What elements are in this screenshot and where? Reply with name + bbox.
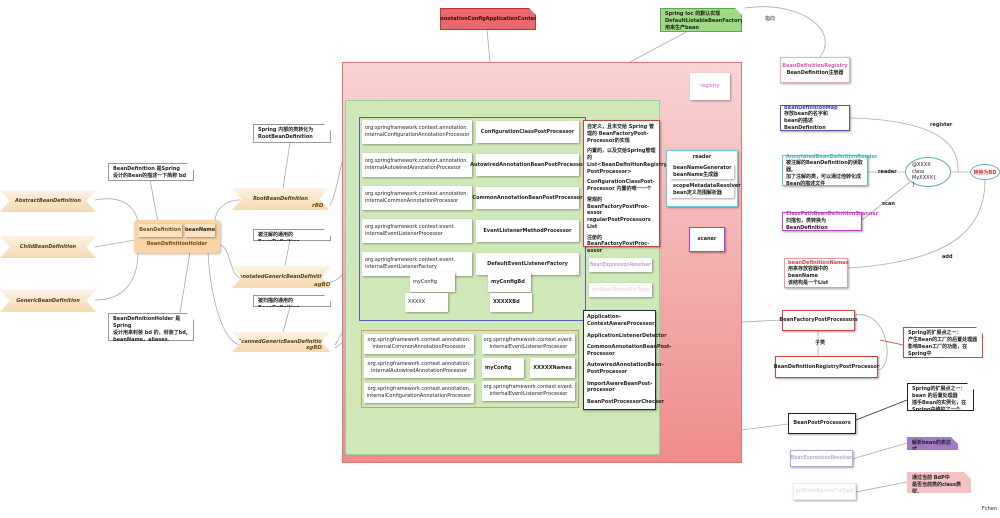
list-item: ImportAwareBeanPost-processor [587,380,653,394]
bean-factory-post-processor-note: 自定义，且未交给 Spring 管理的 BeanFactoryPost-Proc… [583,120,669,254]
note-line: 注册的BeanFactoryPostProc-essor [587,234,650,255]
point-label: 指向 [765,16,776,22]
my-config-key: myConfig [410,272,455,292]
name-item: org.springframework.context.annotation.i… [364,383,474,403]
agbd-tag: agBD [314,282,331,288]
scan-label: scan [882,201,895,207]
processor-value: ConfigurationClassPostProcessor [476,121,579,143]
context-title-note: AnnotationConfigApplicationContext [440,8,536,30]
bfpp-note: Spring的扩展点之一：产生Bean的工厂的后置处理器影响Bean工厂的功能，… [903,327,983,358]
list-item: ApplicationListenerDetector [587,332,667,339]
ber-note: 解析bean的表达式 [907,437,958,450]
scanned-generic-bean-definition: ScannedGenericBeanDefinition [232,332,331,352]
name-item: myConfig [482,358,524,378]
name-item: XXXXXNames [530,358,575,378]
scaner-box: scaner [689,227,725,252]
root-bean-definition: RootBeanDefinition [232,188,329,210]
abstract-bean-definition: AbstractBeanDefinition [0,190,96,212]
note-line: Spring Ioc 的默认实现 [665,11,721,17]
xxxxx-key: XXXXX [405,293,448,312]
get-bean-names-for-type-right: getBeanNamesForType [793,483,856,500]
processor-value: AutowiredAnnotationBeanPostProcessor [470,154,585,176]
generic-bean-definition: GenericBeanDefinition [0,290,96,312]
name-item: org.springframework.context.event.intern… [482,381,575,401]
holder-label: BeanDefinitionHolder [146,241,208,247]
bean-post-processors: BeanPostProcessors [788,413,856,434]
add-label: add [942,254,953,260]
note-line: 常规的BeanFactoryPostProc-essor regularPost… [587,196,651,230]
name-item: org.springframework.context.annotation.i… [364,358,474,378]
gbnft-note: 通过当前 BdP中是否当前类的class类型,得到一个对应的beanName [907,472,971,493]
subclass-label: 子类 [815,340,826,346]
processor-value: EventListenerMethodProcessor [476,220,579,242]
note-line: ConfigurationClassPost-Processor 内置的唯一一个 [587,179,655,192]
processor-key: org.springframework.context.annotation.i… [362,120,472,144]
bean-expression-resolver: BeanExpressionResolver [589,258,652,272]
processor-value: DefaultEventListenerFactory [476,253,579,275]
xxxxx-bd: XXXXXBd [490,293,532,312]
processor-value: CommonAnnotationBeanPostProcessor [472,187,583,209]
rbd-tag: rBD [312,203,324,209]
reader-label: reader [878,169,897,175]
scanned-note: 被扫描的通用的BeanDefinition [253,295,331,307]
bean-definition-holder: BeanDefinition beanName BeanDefinitionHo… [134,220,220,253]
registry-box: registry [690,73,730,100]
name-item: org.springframework.context.annotation.i… [364,334,474,354]
child-bean-definition: ChildBeanDefinition [0,236,96,258]
list-item: AutowiredAnnotationBean-PostProcessor [587,362,664,376]
holder-bean-definition: BeanDefinition [138,224,182,237]
note-line: 自定义，且未交给 Spring 管理的 BeanFactoryPost-Proc… [587,124,654,144]
list-item: Application-ContextAwareProcessor [587,314,655,328]
get-bean-names-for-type: getBeanNamesForType [589,283,652,297]
list-item: CommonAnnotationBeanPost-Processor [587,344,672,357]
annotated-generic-bean-definition: AnnotatedGenericBeanDefinition [232,266,331,288]
processor-key: org.springframework.context.annotation.i… [362,153,472,177]
sgbd-tag: sgBD [306,345,322,351]
note-line: DefaultListableBeanFactory [665,18,744,24]
note-line: 内置的，以及交给Spring管理的 List<BeanDefinitionReg… [587,148,669,175]
processor-key: org.springframework.context.event.intern… [362,219,472,243]
my-config-bd: myConfigBd [488,272,531,292]
note-line: 用来生产bean [665,25,699,31]
bean-expression-resolver-right: BeanExpressionResolver [790,450,853,467]
processor-key: org.springframework.context.annotation.i… [362,186,472,210]
register-label: register [930,122,953,128]
annotated-note: 被注解的通用的BeanDefinition [253,229,331,241]
holder-bean-name: beanName [185,224,215,237]
name-item: org.springframework.context.event.intern… [482,334,575,354]
bean-definition-registry-post-processor: BeanDefinitionRegistryPostProcessor [774,356,879,378]
reader-title: reader [692,154,712,160]
list-item: BeanPostProcessorChecker [587,398,665,405]
convert-to-bd-ellipse: 转换为BD [970,164,1000,180]
bean-factory-post-processors: BeanFactoryPostProcessors [779,310,858,331]
author: Fchen [982,506,998,512]
bean-definition-names-area [361,330,579,408]
